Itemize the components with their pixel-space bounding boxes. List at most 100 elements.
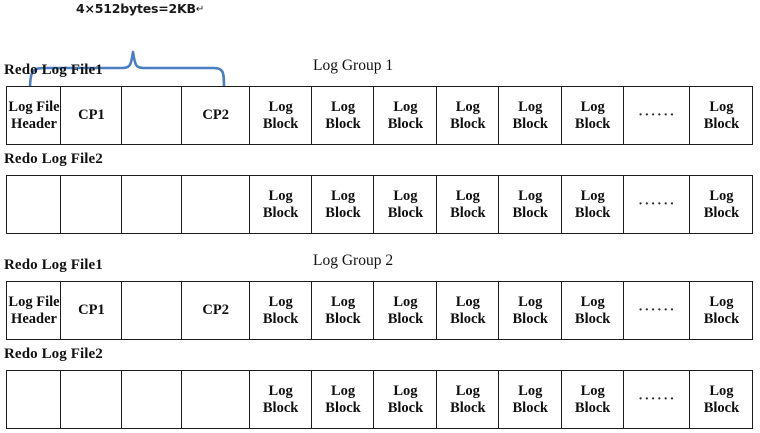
cell-line-2: Header [11,310,57,327]
cell-line-1: Log [709,99,734,116]
cell-line-1: Log [709,383,734,400]
cell-line-1: Log File [8,294,60,311]
cell-label: CP2 [202,107,230,124]
cell-line-1: Log [393,188,418,205]
cell-line-2: Block [325,310,361,327]
cell-ellipsis[interactable]: ······ [623,281,692,340]
cell-line-1: Log [518,383,543,400]
cell-line-2: Block [574,204,611,221]
group-label-log-group-2-file-1: Log Group 2 [313,252,394,269]
file-label-log-group-1-file-1: Redo Log File1 [4,62,103,78]
cell-label: CP2 [202,302,230,319]
cell-line-1: Log [268,188,293,205]
cell-checkpoint-cp2[interactable]: CP2 [181,86,251,145]
cell-line-2: Block [512,399,548,416]
cell-line-1: Log [393,383,418,400]
cell-label: CP1 [78,302,105,319]
cell-line-2: Block [450,115,486,132]
cell-empty[interactable] [120,281,183,340]
cell-empty[interactable] [120,370,183,429]
cell-line-2: Block [703,204,740,221]
cell-line-2: Block [703,399,740,416]
cell-checkpoint-cp1[interactable]: CP1 [60,86,123,145]
group-label-log-group-1-file-1: Log Group 1 [313,57,394,74]
cell-line-1: Log [580,188,605,205]
cell-empty[interactable] [6,175,62,234]
cell-line-1: Log [455,294,480,311]
cell-line-1: Log [330,99,356,116]
cell-line-2: Block [512,115,548,132]
cell-line-1: Log [580,99,605,116]
cell-line-1: Log [518,294,543,311]
cell-line-2: Block [574,115,611,132]
ellipsis-icon: ······ [638,302,676,318]
cell-ellipsis[interactable]: ······ [623,175,692,234]
cell-line-2: Block [262,310,299,327]
cell-line-2: Block [703,310,740,327]
file-label-log-group-1-file-2: Redo Log File2 [4,151,103,167]
cell-line-1: Log [455,383,480,400]
cell-line-1: Log [268,294,293,311]
cell-empty[interactable] [120,175,183,234]
cell-line-1: Log [330,188,356,205]
file-label-log-group-2-file-2: Redo Log File2 [4,346,103,362]
cell-line-1: Log [518,188,543,205]
cell-line-2: Block [574,399,611,416]
cell-empty[interactable] [181,370,251,429]
ellipsis-icon: ······ [638,196,676,212]
cell-line-1: Log [268,99,293,116]
cell-line-1: Log [455,188,480,205]
cell-line-2: Block [262,115,299,132]
cell-line-2: Block [387,310,424,327]
annotation-label: 4×512bytes=2KB↵ [76,1,204,16]
cell-empty[interactable] [181,175,251,234]
cell-line-2: Block [512,204,548,221]
ellipsis-icon: ······ [638,107,676,123]
cell-line-2: Block [387,399,424,416]
cell-checkpoint-cp2[interactable]: CP2 [181,281,251,340]
cell-ellipsis[interactable]: ······ [623,370,692,429]
cell-empty[interactable] [60,175,123,234]
cell-line-2: Block [450,204,486,221]
cell-empty[interactable] [60,370,123,429]
cell-label: CP1 [78,107,105,124]
cell-ellipsis[interactable]: ······ [623,86,692,145]
cell-empty[interactable] [6,370,62,429]
curly-brace-icon [28,50,226,90]
cell-checkpoint-cp1[interactable]: CP1 [60,281,123,340]
cell-line-2: Block [574,310,611,327]
cell-empty[interactable] [120,86,183,145]
